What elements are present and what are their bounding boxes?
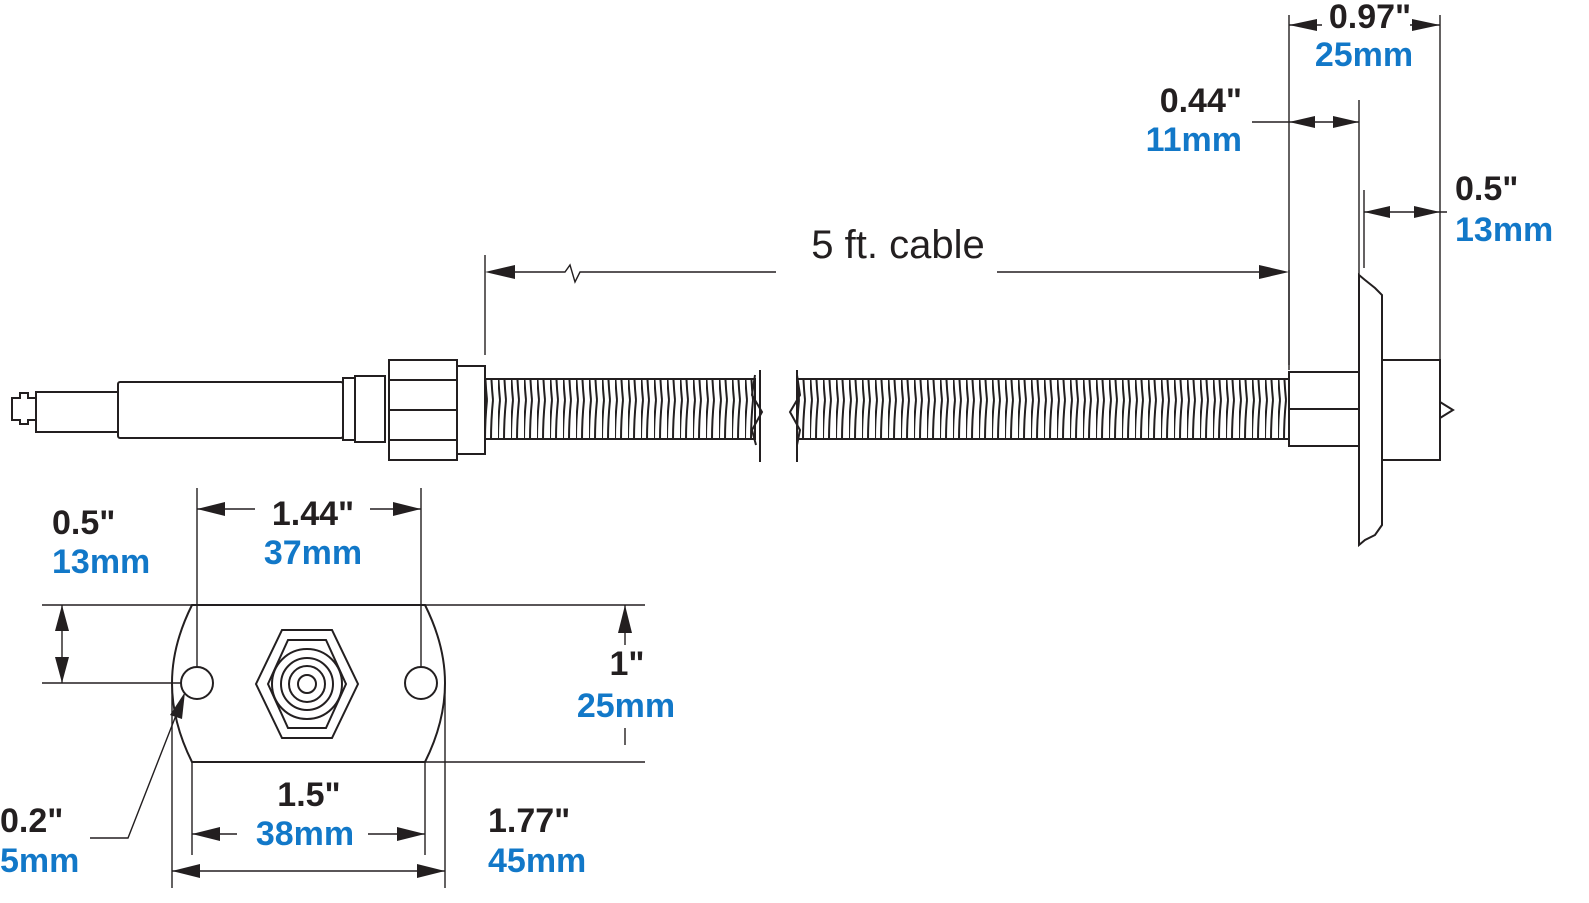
hole-edge-mm: 13mm — [52, 543, 150, 581]
flat-width-inch: 1.5" — [277, 776, 340, 814]
nut-washer — [456, 365, 486, 455]
armored-cable-left — [484, 378, 756, 440]
mounting-hole-right — [404, 666, 438, 700]
mounting-flange — [1358, 272, 1383, 548]
armored-cable-right — [796, 378, 1290, 440]
hex-nut-front — [254, 629, 360, 739]
hole-spacing-mm: 37mm — [264, 534, 362, 572]
nut-depth-inch: 0.44" — [1160, 82, 1242, 120]
mounting-hole-left — [180, 666, 214, 700]
side-view: 5 ft. cable 0.97" 25mm 0.44" 11mm 0.5" 1… — [11, 0, 1553, 548]
hex-nut-side — [388, 359, 458, 461]
flange-height-mm: 25mm — [577, 687, 675, 725]
flange-width-inch: 1.77" — [488, 802, 570, 840]
probe-tip-end — [1381, 359, 1441, 461]
flat-width-mm: 38mm — [256, 815, 354, 853]
overall-depth-inch: 0.97" — [1329, 0, 1411, 36]
cable-length-label: 5 ft. cable — [811, 223, 984, 267]
probe-body — [117, 381, 344, 439]
probe-shaft — [35, 391, 119, 433]
connector-tip — [11, 392, 37, 425]
flange-width-mm: 45mm — [488, 842, 586, 880]
hole-edge-inch: 0.5" — [52, 504, 115, 542]
tip-length-mm: 13mm — [1455, 211, 1553, 249]
overall-depth-mm: 25mm — [1315, 36, 1413, 74]
flange-height-inch: 1" — [609, 645, 644, 683]
tip-length-inch: 0.5" — [1455, 170, 1518, 208]
front-view: 1.44" 37mm 0.5" 13mm 1" 25mm 0.2" 5mm 1.… — [0, 488, 675, 888]
probe-washer — [354, 375, 386, 443]
probe-collar — [342, 377, 356, 441]
hole-spacing-inch: 1.44" — [272, 495, 354, 533]
cable-break-left — [750, 374, 764, 446]
cable-break-right — [788, 374, 802, 446]
nut-depth-mm: 11mm — [1146, 121, 1242, 159]
hole-diameter-inch: 0.2" — [0, 802, 63, 840]
hole-diameter-mm: 5mm — [0, 842, 79, 880]
probe-point — [1439, 401, 1455, 419]
